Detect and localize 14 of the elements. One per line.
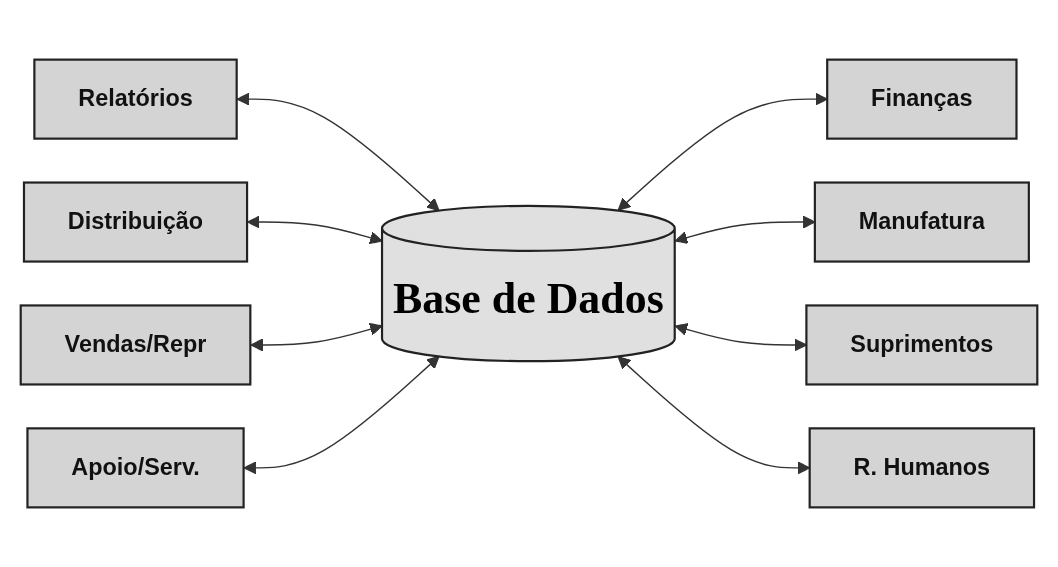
node-box: Distribuição <box>22 181 249 263</box>
node-box: Apoio/Serv. <box>26 427 245 509</box>
node-box: Relatórios <box>33 58 238 140</box>
node-box: Suprimentos <box>805 304 1039 386</box>
arrow <box>236 92 440 212</box>
node-box: Manufatura <box>813 181 1030 263</box>
node-box: Finanças <box>826 58 1018 140</box>
node-box: Vendas/Repr <box>19 304 252 386</box>
node-box: R. Humanos <box>808 427 1036 509</box>
arrow <box>243 355 440 475</box>
arrow <box>250 322 383 352</box>
arrow <box>674 323 807 352</box>
arrow <box>247 215 383 245</box>
arrow <box>617 92 828 211</box>
